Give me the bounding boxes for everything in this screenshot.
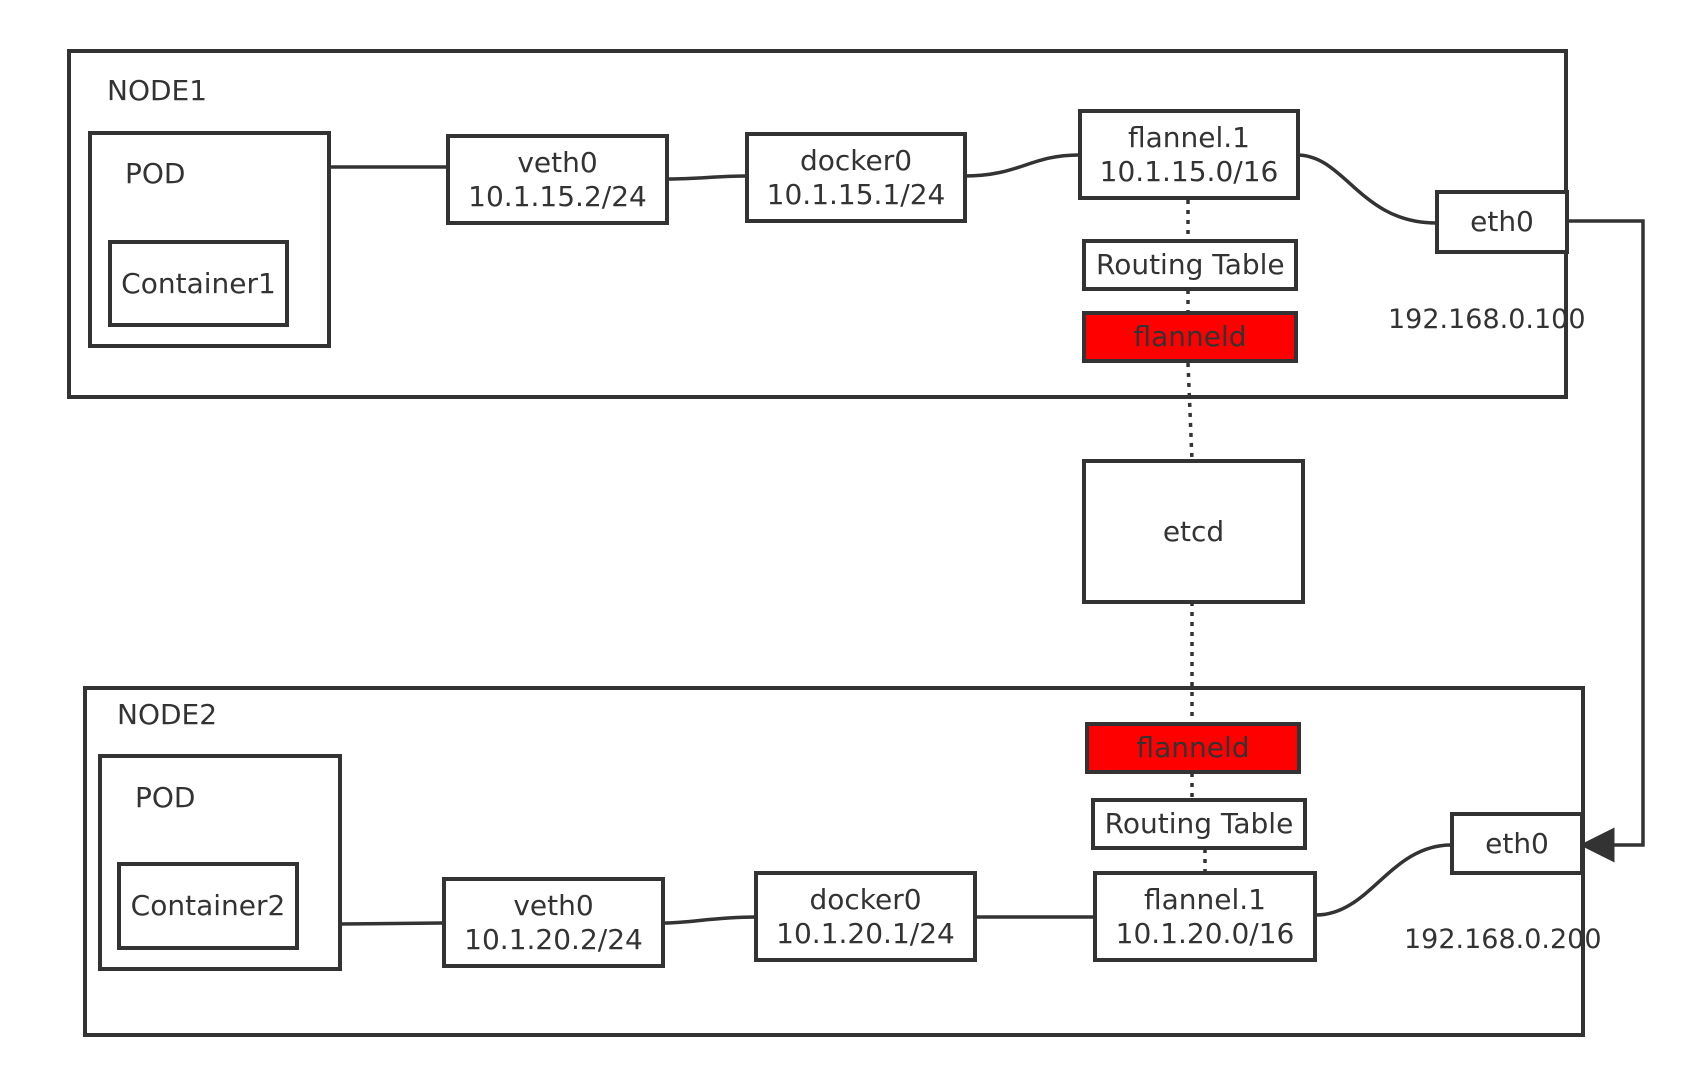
node2-flanneld: flanneld	[1085, 722, 1301, 774]
node1-pod	[88, 131, 331, 348]
node2-routing-table: Routing Table	[1091, 798, 1307, 850]
node2-docker-box: docker0 10.1.20.1/24	[754, 871, 977, 962]
node1-docker-box: docker0 10.1.15.1/24	[745, 132, 967, 223]
link-docker1-flannel1	[963, 153, 1080, 178]
etcd-label: etcd	[1162, 514, 1225, 548]
node2-veth-ip: 10.1.20.2/24	[464, 922, 643, 956]
node1-container-label: Container1	[121, 266, 276, 300]
node1-docker-name: docker0	[799, 143, 913, 177]
node1-eth-box: eth0	[1435, 190, 1569, 254]
link-veth1-docker1	[667, 174, 747, 181]
node2-docker-name: docker0	[809, 882, 922, 916]
node2-veth-box: veth0 10.1.20.2/24	[442, 877, 665, 968]
node1-veth-ip: 10.1.15.2/24	[468, 179, 647, 213]
node1-host-ip: 192.168.0.100	[1388, 304, 1586, 335]
node2-flannel-name: flannel.1	[1143, 882, 1266, 916]
node1-container: Container1	[108, 240, 289, 327]
node2-flannel-box: flannel.1 10.1.20.0/16	[1093, 871, 1317, 962]
node1-flannel-name: flannel.1	[1127, 120, 1250, 154]
node2-routing-table-label: Routing Table	[1104, 807, 1294, 840]
node2-container: Container2	[117, 862, 299, 950]
route-eth1-to-eth2	[1566, 219, 1645, 863]
node2-container-label: Container2	[130, 889, 286, 922]
link-flannel1-eth1	[1296, 153, 1437, 225]
node2-flannel-ip: 10.1.20.0/16	[1115, 916, 1295, 950]
node2-eth-box: eth0	[1450, 812, 1584, 875]
node1-flannel-ip: 10.1.15.0/16	[1099, 154, 1279, 188]
node2-docker-ip: 10.1.20.1/24	[776, 916, 955, 950]
node2-pod-label: POD	[135, 781, 196, 814]
node2-eth-label: eth0	[1485, 826, 1549, 860]
node1-docker-ip: 10.1.15.1/24	[766, 177, 946, 211]
node1-flanneld-label: flanneld	[1133, 320, 1247, 353]
etcd-box: etcd	[1082, 459, 1305, 604]
node1-veth-box: veth0 10.1.15.2/24	[446, 134, 669, 225]
node1-flannel-box: flannel.1 10.1.15.0/16	[1078, 109, 1300, 200]
node1-eth-label: eth0	[1470, 205, 1534, 238]
node2-title: NODE2	[117, 698, 218, 731]
node2-host-ip: 192.168.0.200	[1404, 924, 1602, 955]
node1-routing-table: Routing Table	[1082, 239, 1298, 291]
dotted-flanneld1-etcd	[1186, 362, 1194, 461]
node1-pod-label: POD	[125, 157, 186, 190]
node1-routing-table-label: Routing Table	[1096, 248, 1285, 281]
node2-veth-name: veth0	[513, 888, 594, 922]
link-pod2-veth	[339, 921, 444, 926]
node1-veth-name: veth0	[517, 145, 598, 179]
node1-flanneld: flanneld	[1082, 311, 1298, 363]
node1-title: NODE1	[107, 74, 208, 107]
node2-flanneld-label: flanneld	[1136, 731, 1250, 764]
link-veth2-docker2	[663, 915, 756, 925]
link-flannel2-eth2	[1315, 843, 1452, 917]
node2-pod	[98, 754, 342, 971]
